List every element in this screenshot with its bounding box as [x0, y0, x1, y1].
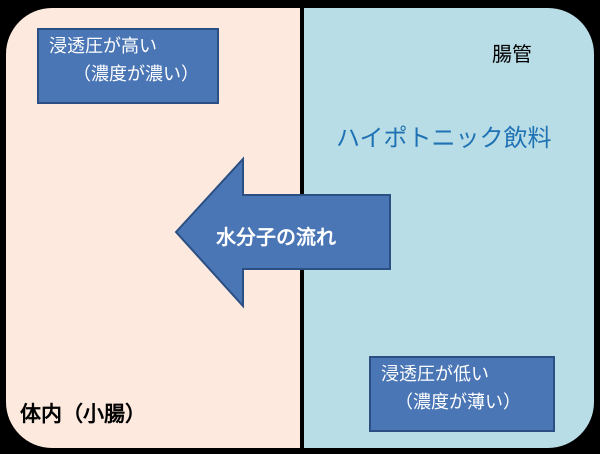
intestine-label: 腸管: [492, 42, 532, 66]
low-osmotic-pressure-box: 浸透圧が低い （濃度が薄い）: [369, 356, 555, 432]
low-osmotic-line2: （濃度が薄い）: [395, 392, 521, 413]
high-osmotic-line2: （濃度が濃い）: [73, 64, 199, 85]
body-small-intestine-label: 体内（小腸）: [20, 402, 146, 426]
high-osmotic-line1: 浸透圧が高い: [49, 36, 157, 57]
water-flow-label: 水分子の流れ: [216, 225, 336, 249]
hypotonic-drink-title: ハイポトニック飲料: [336, 124, 552, 152]
high-osmotic-pressure-box: 浸透圧が高い （濃度が濃い）: [37, 28, 219, 104]
low-osmotic-line1: 浸透圧が低い: [381, 364, 489, 385]
